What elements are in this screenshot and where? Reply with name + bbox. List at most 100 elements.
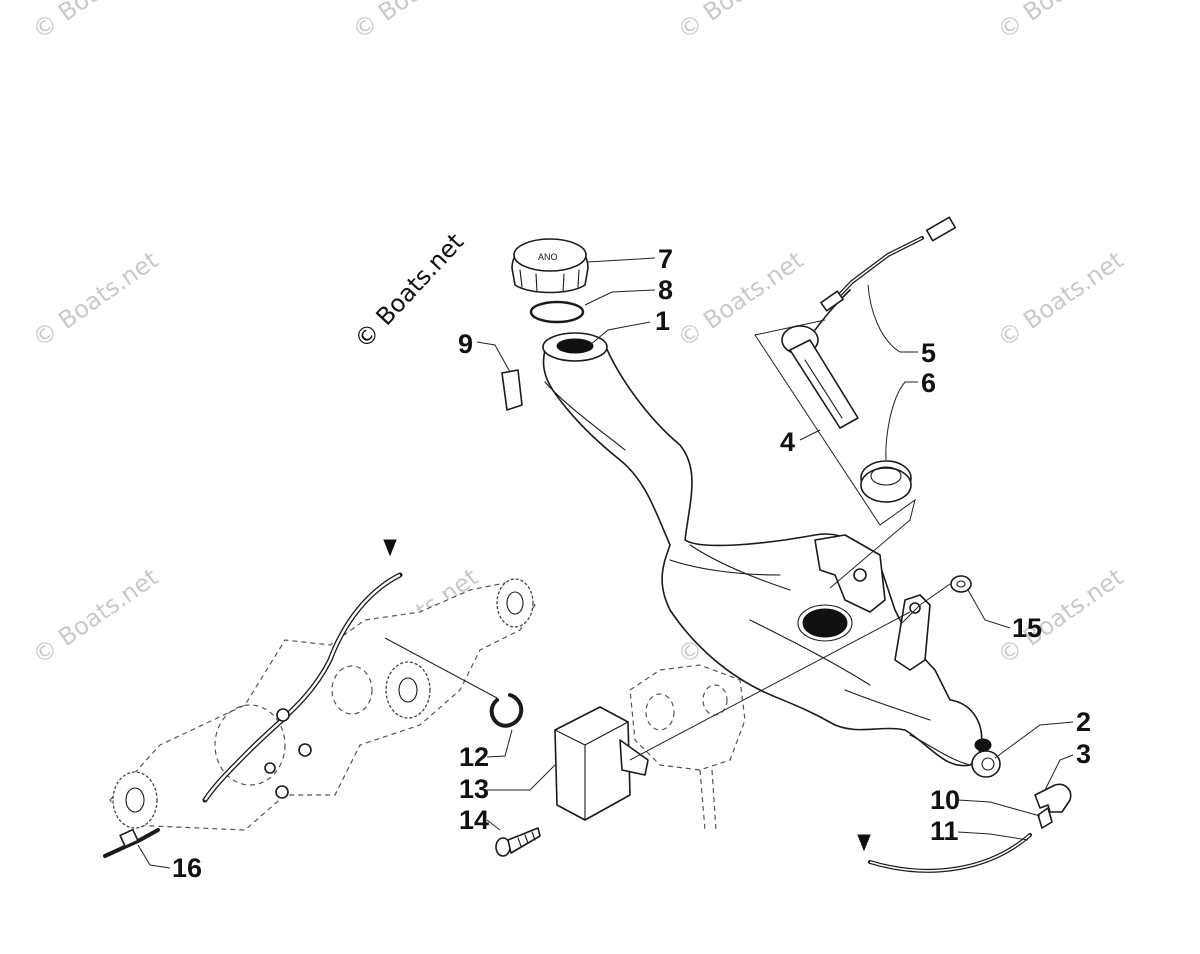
sprocket-wheel-bottom: [112, 771, 158, 829]
nut-body: [950, 575, 972, 593]
callout-16: 16: [172, 853, 202, 883]
frame-bolt-1: [276, 708, 290, 722]
canister-body: [554, 706, 631, 821]
cap-grip-1: [519, 269, 523, 288]
leader-1: [589, 321, 651, 346]
harness-connector: [925, 216, 957, 242]
leader-4: [799, 429, 821, 441]
screw: [495, 827, 541, 857]
sender-port-rim: [797, 604, 853, 642]
tank-ridge-4: [749, 619, 871, 686]
screw-shank: [507, 827, 541, 854]
arrow-marker-left: [383, 539, 397, 557]
callout-4: 4: [780, 427, 795, 457]
callout-7: 7: [658, 244, 673, 274]
leader-3: [1044, 754, 1074, 791]
fuel-tank-assembly: [542, 332, 992, 767]
outlet-grommet-body: [971, 750, 1001, 778]
frame-bolt-3: [275, 785, 289, 799]
callout-3: 3: [1076, 739, 1091, 769]
hose-clamp-small: [1037, 807, 1053, 829]
tank-outlet-hole: [974, 738, 992, 752]
leader-12-b: [384, 637, 498, 699]
tank-ridge-5: [909, 734, 971, 766]
watermark-mid-1: © Boats.net: [27, 246, 163, 353]
callout-1: 1: [655, 306, 670, 336]
frame-bolt-4: [264, 762, 276, 774]
fuel-cap: ANO: [511, 238, 589, 294]
tank-ridge-6: [844, 689, 931, 721]
fuel-hose: [857, 833, 1032, 873]
elbow-fitting: [1034, 783, 1072, 813]
canister: [554, 706, 649, 821]
sprocket-wheel-middle: [385, 661, 431, 719]
cap-label: ANO: [538, 252, 558, 262]
watermark-top-1: © Boats.net: [27, 0, 163, 45]
leader-8: [584, 289, 656, 306]
leader-15-b: [899, 583, 951, 626]
fuel-tank-body: [542, 344, 983, 767]
leader-13: [487, 764, 556, 791]
leader-12: [486, 729, 513, 758]
callout-14: 14: [459, 805, 489, 835]
tank-ridge-3: [689, 544, 791, 591]
grommet-inner: [870, 466, 902, 486]
callout-9: 9: [458, 329, 473, 359]
vent-hose-upper-inner: [204, 573, 401, 801]
callout-10: 10: [930, 785, 960, 815]
callout-6: 6: [921, 368, 936, 398]
outlet-grommet: [971, 750, 1001, 778]
cap-grip-2: [535, 273, 538, 293]
nut-hole: [956, 580, 966, 588]
harness-plug: [820, 290, 844, 312]
sender-tube: [789, 339, 859, 429]
frame-plate-outline: [109, 579, 536, 831]
watermark-low-1: © Boats.net: [27, 563, 163, 670]
frame-hole-1: [331, 665, 373, 715]
watermark-top-3: © Boats.net: [672, 0, 808, 45]
callout-12: 12: [459, 742, 489, 772]
callout-13: 13: [459, 774, 489, 804]
callout-2: 2: [1076, 707, 1091, 737]
leader-6: [885, 381, 918, 461]
arrow-marker-right: [857, 834, 871, 852]
leader-5: [867, 284, 918, 353]
watermark-top-4: © Boats.net: [992, 0, 1128, 45]
watermark-main: © Boats.net: [349, 228, 469, 354]
ghost-frame: [109, 539, 536, 831]
leader-16: [137, 844, 171, 869]
fuel-decal: [501, 369, 523, 411]
cap-gasket: [529, 300, 585, 324]
cap-grip-4: [577, 269, 580, 288]
callout-15: 15: [1012, 613, 1042, 643]
sender-tube-line: [804, 359, 843, 419]
engine-port-1: [645, 693, 675, 731]
harness-wire: [828, 236, 924, 307]
retaining-ring: [489, 693, 524, 728]
fuel-cap-top: [513, 238, 587, 272]
tank-mount-bracket: [814, 534, 886, 613]
filler-neck-opening: [556, 338, 594, 354]
watermark-top-2: © Boats.net: [347, 0, 483, 45]
fuel-sender: [781, 289, 859, 429]
leader-14: [486, 819, 501, 831]
leader-15: [967, 589, 1011, 629]
frame-bolt-2: [298, 743, 312, 757]
leader-2: [994, 721, 1074, 759]
sender-grommet: [860, 460, 912, 503]
outlet-grommet-hole: [981, 757, 995, 771]
leader-11: [957, 831, 1029, 841]
hex-nut: [950, 575, 972, 593]
leader-9: [476, 341, 511, 373]
leader-13-b: [629, 611, 911, 761]
cap-grip-3: [562, 273, 565, 293]
callout-labels: 1 2 3 4 5 6 7 8 9 10 11 12 13 14 15 16: [172, 244, 1091, 883]
vent-hose-clamp: [119, 828, 139, 848]
sender-port-opening: [802, 608, 848, 638]
callout-11: 11: [930, 816, 959, 846]
leader-10: [957, 799, 1041, 817]
fuel-hose-inner: [869, 834, 1031, 872]
leader-lines: [137, 257, 1074, 869]
callout-8: 8: [658, 275, 673, 305]
leader-7: [587, 257, 656, 263]
